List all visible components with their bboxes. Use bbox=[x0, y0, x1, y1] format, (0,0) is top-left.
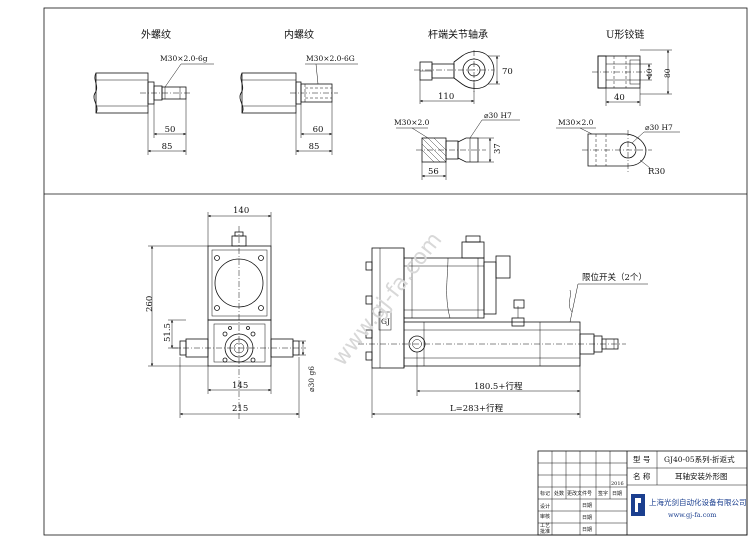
rod-end-dim-height: 70 bbox=[502, 67, 513, 77]
front-dim-top: 140 bbox=[233, 206, 249, 216]
side-logo-mark bbox=[378, 311, 392, 331]
tb-date-3: 日期 bbox=[582, 527, 592, 533]
clevis-title: U形铰链 bbox=[606, 28, 644, 41]
external-thread-dim-a: 50 bbox=[165, 125, 176, 135]
clevis-radius-note: R30 bbox=[648, 167, 665, 177]
side-dim-stroke-a: 180.5+行程 bbox=[474, 381, 523, 392]
front-dim-bottom: 215 bbox=[232, 404, 248, 414]
rod-end-thread-note: M30×2.0 bbox=[394, 118, 430, 127]
external-thread-dim-b: 85 bbox=[162, 142, 173, 152]
internal-thread-note: M30×2.0-6G bbox=[306, 54, 355, 63]
side-logo-text: GJ bbox=[381, 317, 390, 326]
tb-process: 工艺 bbox=[540, 523, 550, 529]
tb-rev-count: 处数 bbox=[554, 490, 564, 497]
tb-rev-sign: 签字 bbox=[598, 490, 608, 497]
tb-rev-mark: 标记 bbox=[540, 490, 550, 497]
front-view: 140 260 bbox=[145, 206, 316, 420]
internal-thread-dim-b: 85 bbox=[309, 142, 320, 152]
external-thread-view: 外螺纹 M30×2.0-6g 50 85 bbox=[93, 28, 214, 155]
rod-end-dim-width: 37 bbox=[493, 143, 503, 154]
front-dim-mid: 51.5 bbox=[163, 323, 173, 342]
tb-rev-doc: 更改文件号 bbox=[567, 490, 592, 497]
drawing-border bbox=[43, 7, 748, 536]
tb-check: 审核 bbox=[540, 513, 550, 520]
side-dim-stroke-b: L=283+行程 bbox=[450, 403, 504, 414]
title-block: 型 号 GJ40-05系列-折返式 名 称 耳轴安装外形图 上海光剑自动化设备有… bbox=[537, 450, 748, 536]
limit-switch-label: 限位开关（2个） bbox=[582, 272, 647, 283]
rod-end-dim-bottom: 56 bbox=[428, 167, 439, 177]
company-website: www.gj-fa.com bbox=[668, 511, 716, 519]
tb-year: 2016 bbox=[611, 481, 624, 487]
rod-end-view: 杆端关节轴承 70 110 M30×2.0 ⌀30 H7 bbox=[394, 28, 520, 180]
rod-end-bore-note: ⌀30 H7 bbox=[484, 111, 512, 120]
tb-date-1: 日期 bbox=[582, 503, 592, 509]
company-logo bbox=[631, 494, 645, 516]
internal-thread-dim-a: 60 bbox=[313, 125, 324, 135]
tb-design: 设计 bbox=[540, 503, 550, 510]
name-value: 耳轴安装外形图 bbox=[675, 471, 728, 481]
front-dim-height: 260 bbox=[145, 296, 155, 312]
tb-rev-date: 日期 bbox=[612, 491, 622, 497]
tb-approve: 批准 bbox=[540, 528, 550, 535]
model-label: 型 号 bbox=[633, 455, 650, 464]
watermark: www.gj-fa.com bbox=[328, 228, 448, 371]
clevis-dim-slot: 40 bbox=[645, 68, 654, 78]
internal-thread-title: 内螺纹 bbox=[284, 28, 314, 41]
name-label: 名 称 bbox=[633, 471, 651, 481]
rod-end-title: 杆端关节轴承 bbox=[428, 28, 488, 41]
clevis-dim-bottom: 40 bbox=[614, 93, 625, 103]
clevis-dim-height: 80 bbox=[663, 68, 672, 78]
model-value: GJ40-05系列-折返式 bbox=[664, 454, 735, 464]
company-name: 上海光剑自动化设备有限公司 bbox=[649, 497, 747, 507]
front-dim-lower: 145 bbox=[232, 381, 248, 391]
external-thread-note: M30×2.0-6g bbox=[160, 54, 208, 63]
clevis-view: U形铰链 40 80 40 M30×2.0 ⌀30 H7 bbox=[556, 28, 680, 177]
side-view: GJ 限位开关（2个） bbox=[328, 228, 648, 418]
tb-date-2: 日期 bbox=[582, 515, 592, 521]
internal-thread-view: 内螺纹 M30×2.0-6G 60 85 bbox=[239, 28, 358, 155]
external-thread-title: 外螺纹 bbox=[141, 28, 171, 41]
clevis-bore-note: ⌀30 H7 bbox=[645, 123, 673, 132]
front-dim-bore: ⌀30 g6 bbox=[307, 366, 316, 392]
clevis-thread-note: M30×2.0 bbox=[558, 118, 594, 127]
rod-end-dim-length: 110 bbox=[438, 92, 454, 102]
